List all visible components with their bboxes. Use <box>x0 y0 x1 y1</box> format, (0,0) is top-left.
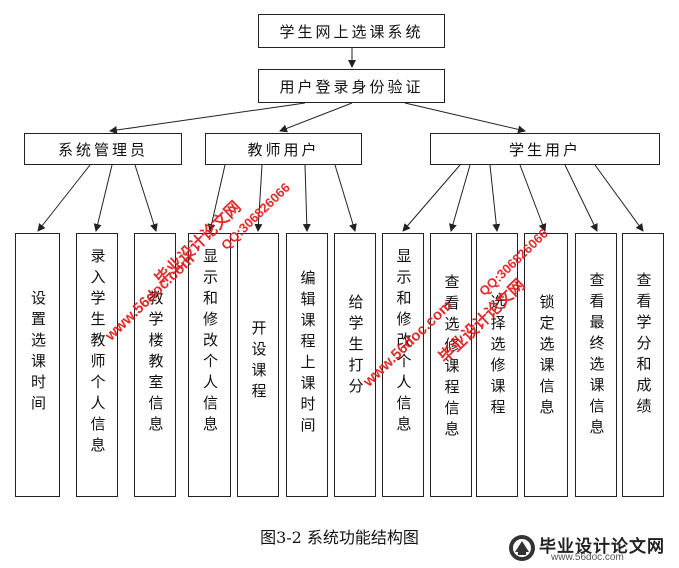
function-label: 录入学生教师个人信息 <box>88 248 107 458</box>
login-label: 用户登录身份验证 <box>279 77 424 96</box>
function-box: 录入学生教师个人信息 <box>76 233 118 497</box>
logo-emblem-icon <box>509 535 535 561</box>
root-label: 学生网上选课系统 <box>279 22 424 41</box>
function-box: 选择选修课程 <box>476 233 518 497</box>
role-admin-label: 系统管理员 <box>57 140 148 159</box>
function-box: 编辑课程上课时间 <box>286 233 328 497</box>
function-label: 显示和修改个人信息 <box>201 248 219 437</box>
function-label: 显示和修改个人信息 <box>394 248 413 437</box>
function-label: 设置选课时间 <box>29 290 47 416</box>
function-label: 选择选修课程 <box>488 294 507 420</box>
root-box: 学生网上选课系统 <box>258 14 445 48</box>
function-box: 显示和修改个人信息 <box>382 233 424 497</box>
role-student-label: 学生用户 <box>508 140 581 159</box>
login-box: 用户登录身份验证 <box>258 69 445 103</box>
role-student-box: 学生用户 <box>430 133 660 165</box>
function-box: 显示和修改个人信息 <box>188 233 231 497</box>
role-teacher-label: 教师用户 <box>247 140 320 159</box>
role-teacher-box: 教师用户 <box>205 133 362 165</box>
function-box: 锁定选课信息 <box>524 233 568 497</box>
function-box: 查看最终选课信息 <box>575 233 617 497</box>
function-box: 查看学分和成绩 <box>622 233 664 497</box>
function-box: 给学生打分 <box>334 233 376 497</box>
function-label: 查看选修课程信息 <box>442 274 461 442</box>
site-logo: 毕业设计论文网 www.56doc.com <box>505 530 677 566</box>
role-admin-box: 系统管理员 <box>24 133 182 165</box>
function-label: 给学生打分 <box>346 294 365 399</box>
logo-name: 毕业设计论文网 <box>539 537 665 557</box>
function-label: 查看最终选课信息 <box>587 272 606 440</box>
function-label: 查看学分和成绩 <box>634 272 653 419</box>
function-box: 查看选修课程信息 <box>430 233 472 497</box>
function-box: 教学楼教室信息 <box>134 233 176 497</box>
figure-caption: 图3-2 系统功能结构图 <box>260 528 419 547</box>
function-label: 开设课程 <box>249 320 268 404</box>
function-label: 教学楼教室信息 <box>146 290 165 437</box>
function-box: 设置选课时间 <box>15 233 60 497</box>
function-label: 锁定选课信息 <box>537 294 556 420</box>
function-box: 开设课程 <box>237 233 279 497</box>
logo-url: www.56doc.com <box>551 552 624 563</box>
function-label: 编辑课程上课时间 <box>298 270 317 438</box>
